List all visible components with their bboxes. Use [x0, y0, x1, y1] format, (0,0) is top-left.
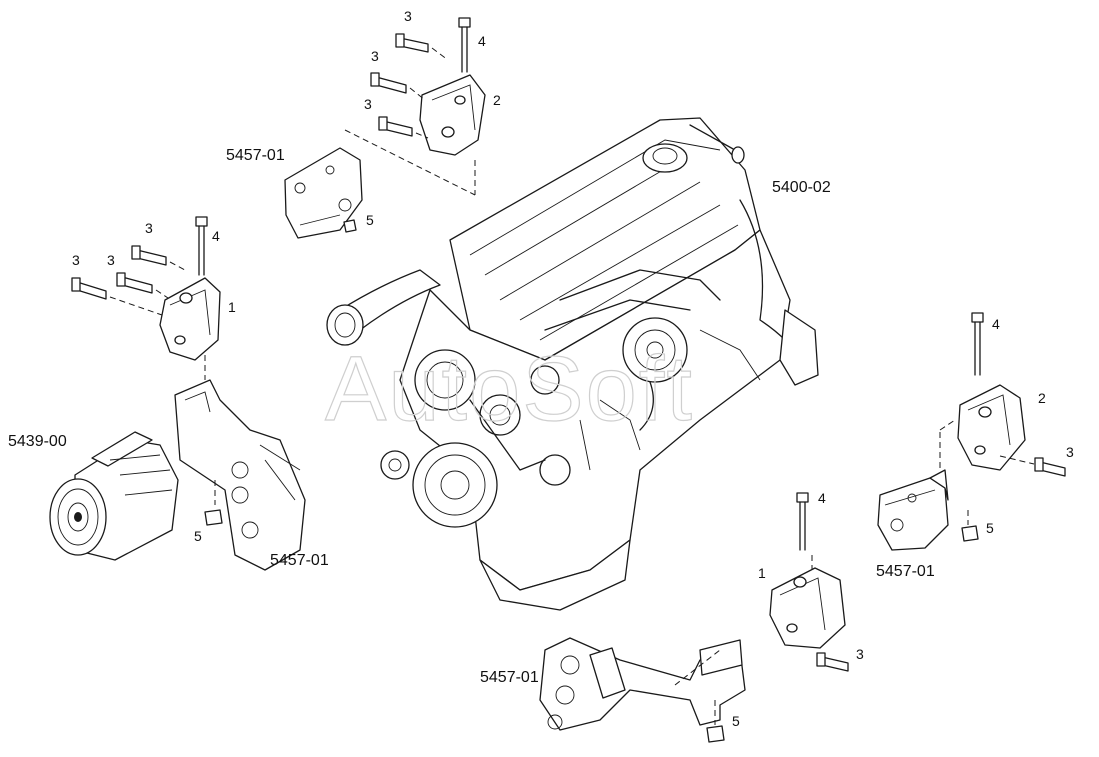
callout-3: 3: [72, 252, 80, 268]
label-engine: 5400-02: [772, 179, 831, 196]
callout-4: 4: [818, 490, 826, 506]
bracket-right: [877, 432, 979, 551]
bracket-bottom: [539, 637, 746, 743]
label-bracket-top: 5457-01: [226, 147, 285, 164]
callout-3: 3: [1066, 444, 1074, 460]
callout-5: 5: [366, 212, 374, 228]
label-bracket-right: 5457-01: [876, 563, 935, 580]
callout-3: 3: [856, 646, 864, 662]
callout-3: 3: [371, 48, 379, 64]
callout-5: 5: [732, 713, 740, 729]
compressor: [49, 431, 179, 561]
mount-right-2: [939, 312, 1066, 477]
callout-2: 2: [493, 92, 501, 108]
label-compressor: 5439-00: [8, 433, 67, 450]
watermark: AutoSoft: [325, 338, 694, 440]
callout-1: 1: [228, 299, 236, 315]
bracket-left: [174, 379, 306, 571]
callout-5: 5: [986, 520, 994, 536]
callout-3: 3: [145, 220, 153, 236]
callout-5: 5: [194, 528, 202, 544]
callout-3: 3: [404, 8, 412, 24]
mount-left-1: [71, 216, 221, 380]
engine-assembly: [326, 117, 819, 611]
callout-4: 4: [992, 316, 1000, 332]
mount-top-2: [370, 17, 486, 156]
label-bracket-left: 5457-01: [270, 552, 329, 569]
callout-4: 4: [212, 228, 220, 244]
callout-2: 2: [1038, 390, 1046, 406]
label-bracket-bottom: 5457-01: [480, 669, 539, 686]
callout-4: 4: [478, 33, 486, 49]
callout-3: 3: [364, 96, 372, 112]
bracket-top: [284, 129, 476, 239]
callout-3: 3: [107, 252, 115, 268]
callout-1: 1: [758, 565, 766, 581]
mount-bottom-1: [769, 492, 849, 672]
